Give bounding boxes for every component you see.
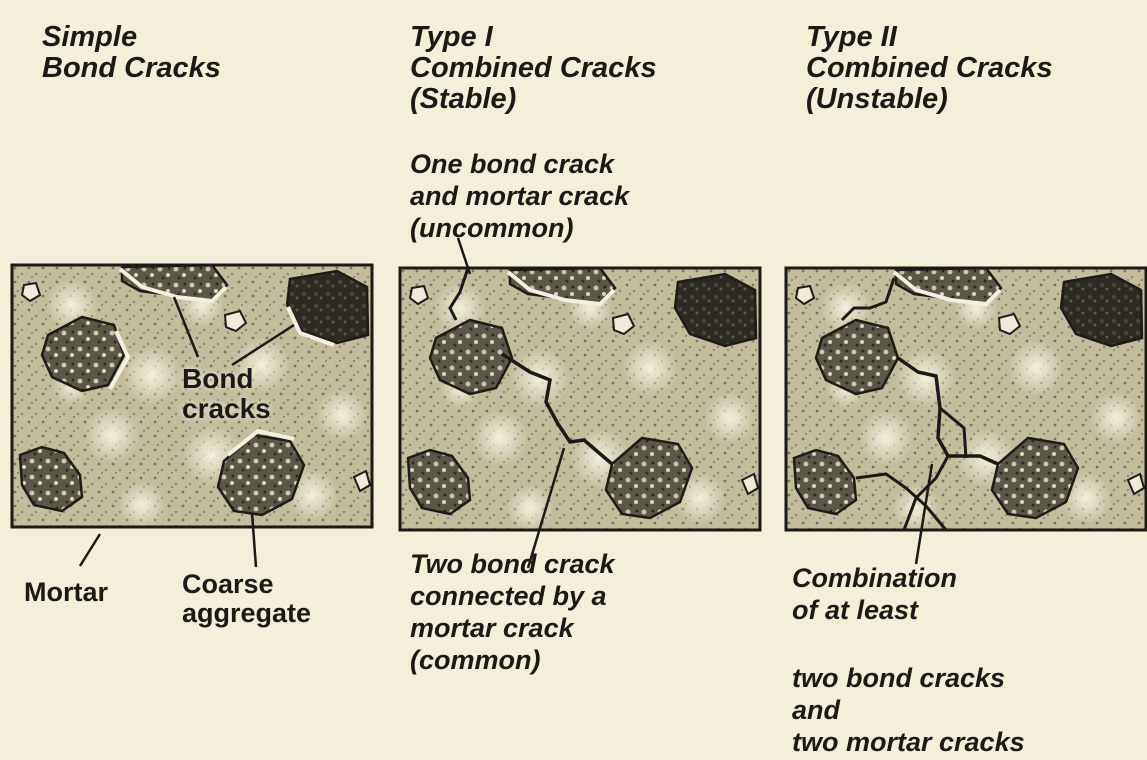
label-two-bond-crack: Two bond crack connected by a mortar cra…	[410, 548, 615, 676]
label-combination: Combination of at least	[792, 562, 957, 626]
panel-type-1	[400, 238, 760, 568]
label-mortar: Mortar	[24, 578, 108, 607]
label-coarse-aggregate: Coarse aggregate	[182, 570, 311, 628]
label-two-bond-two-mortar: two bond cracks and two mortar cracks	[792, 662, 1025, 758]
label-bond-cracks: Bond cracks	[182, 364, 271, 424]
panel-type-2	[786, 268, 1146, 564]
